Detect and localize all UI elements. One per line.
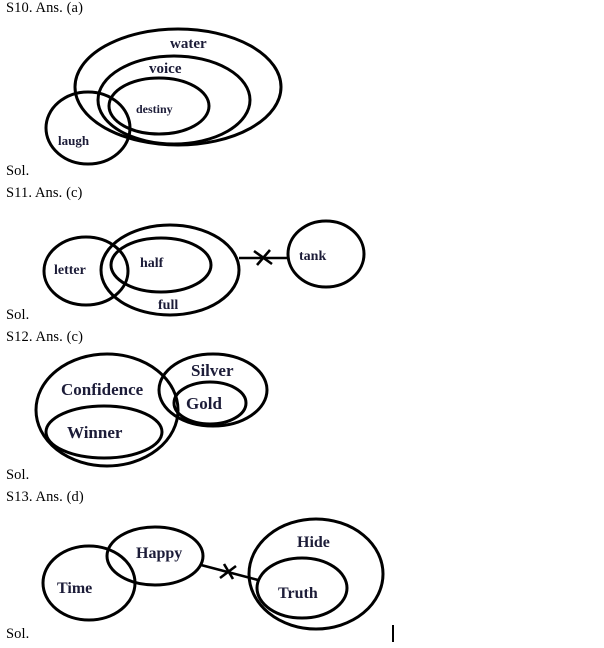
label-destiny: destiny — [136, 102, 173, 116]
label-time: Time — [57, 580, 92, 597]
set-half — [109, 236, 213, 294]
label-laugh: laugh — [58, 133, 90, 148]
sol-label-s12: Sol. — [6, 467, 30, 483]
set-silver — [157, 352, 269, 428]
question-heading-s10: S10. Ans. (a) — [6, 0, 84, 16]
label-gold: Gold — [186, 394, 222, 413]
label-half: half — [140, 256, 164, 271]
set-destiny — [107, 76, 211, 136]
question-heading-s13: S13. Ans. (d) — [6, 489, 84, 505]
venn-diagram-s12: Confidence Winner Silver Gold — [34, 352, 269, 468]
label-water: water — [170, 36, 207, 52]
label-hide: Hide — [297, 534, 330, 551]
text-cursor — [392, 625, 394, 642]
label-confidence: Confidence — [61, 380, 144, 399]
label-full: full — [158, 298, 178, 313]
cross-mark — [256, 249, 271, 266]
set-truth — [255, 556, 349, 620]
set-full — [99, 223, 241, 317]
set-confidence — [34, 352, 180, 468]
sol-label-s10: Sol. — [6, 163, 30, 179]
label-winner: Winner — [67, 423, 123, 442]
question-heading-s11: S11. Ans. (c) — [6, 185, 83, 201]
label-silver: Silver — [191, 361, 234, 380]
set-winner — [44, 404, 164, 460]
question-heading-s12: S12. Ans. (c) — [6, 329, 84, 345]
label-truth: Truth — [278, 585, 318, 602]
set-tank — [286, 219, 366, 289]
sol-label-s11: Sol. — [6, 307, 30, 323]
set-happy — [105, 525, 205, 587]
set-voice — [96, 54, 252, 146]
label-voice: voice — [149, 61, 182, 77]
cross-mark — [219, 564, 237, 580]
venn-diagram-s11: letter half full tank — [42, 219, 366, 317]
sol-label-s13: Sol. — [6, 626, 30, 642]
set-hide — [247, 517, 385, 631]
set-laugh — [44, 90, 132, 166]
set-letter — [42, 235, 130, 307]
label-letter: letter — [54, 263, 86, 278]
label-tank: tank — [299, 249, 326, 264]
label-happy: Happy — [136, 545, 182, 562]
venn-diagram-s10: water voice destiny laugh — [44, 27, 283, 166]
set-gold — [172, 380, 248, 426]
